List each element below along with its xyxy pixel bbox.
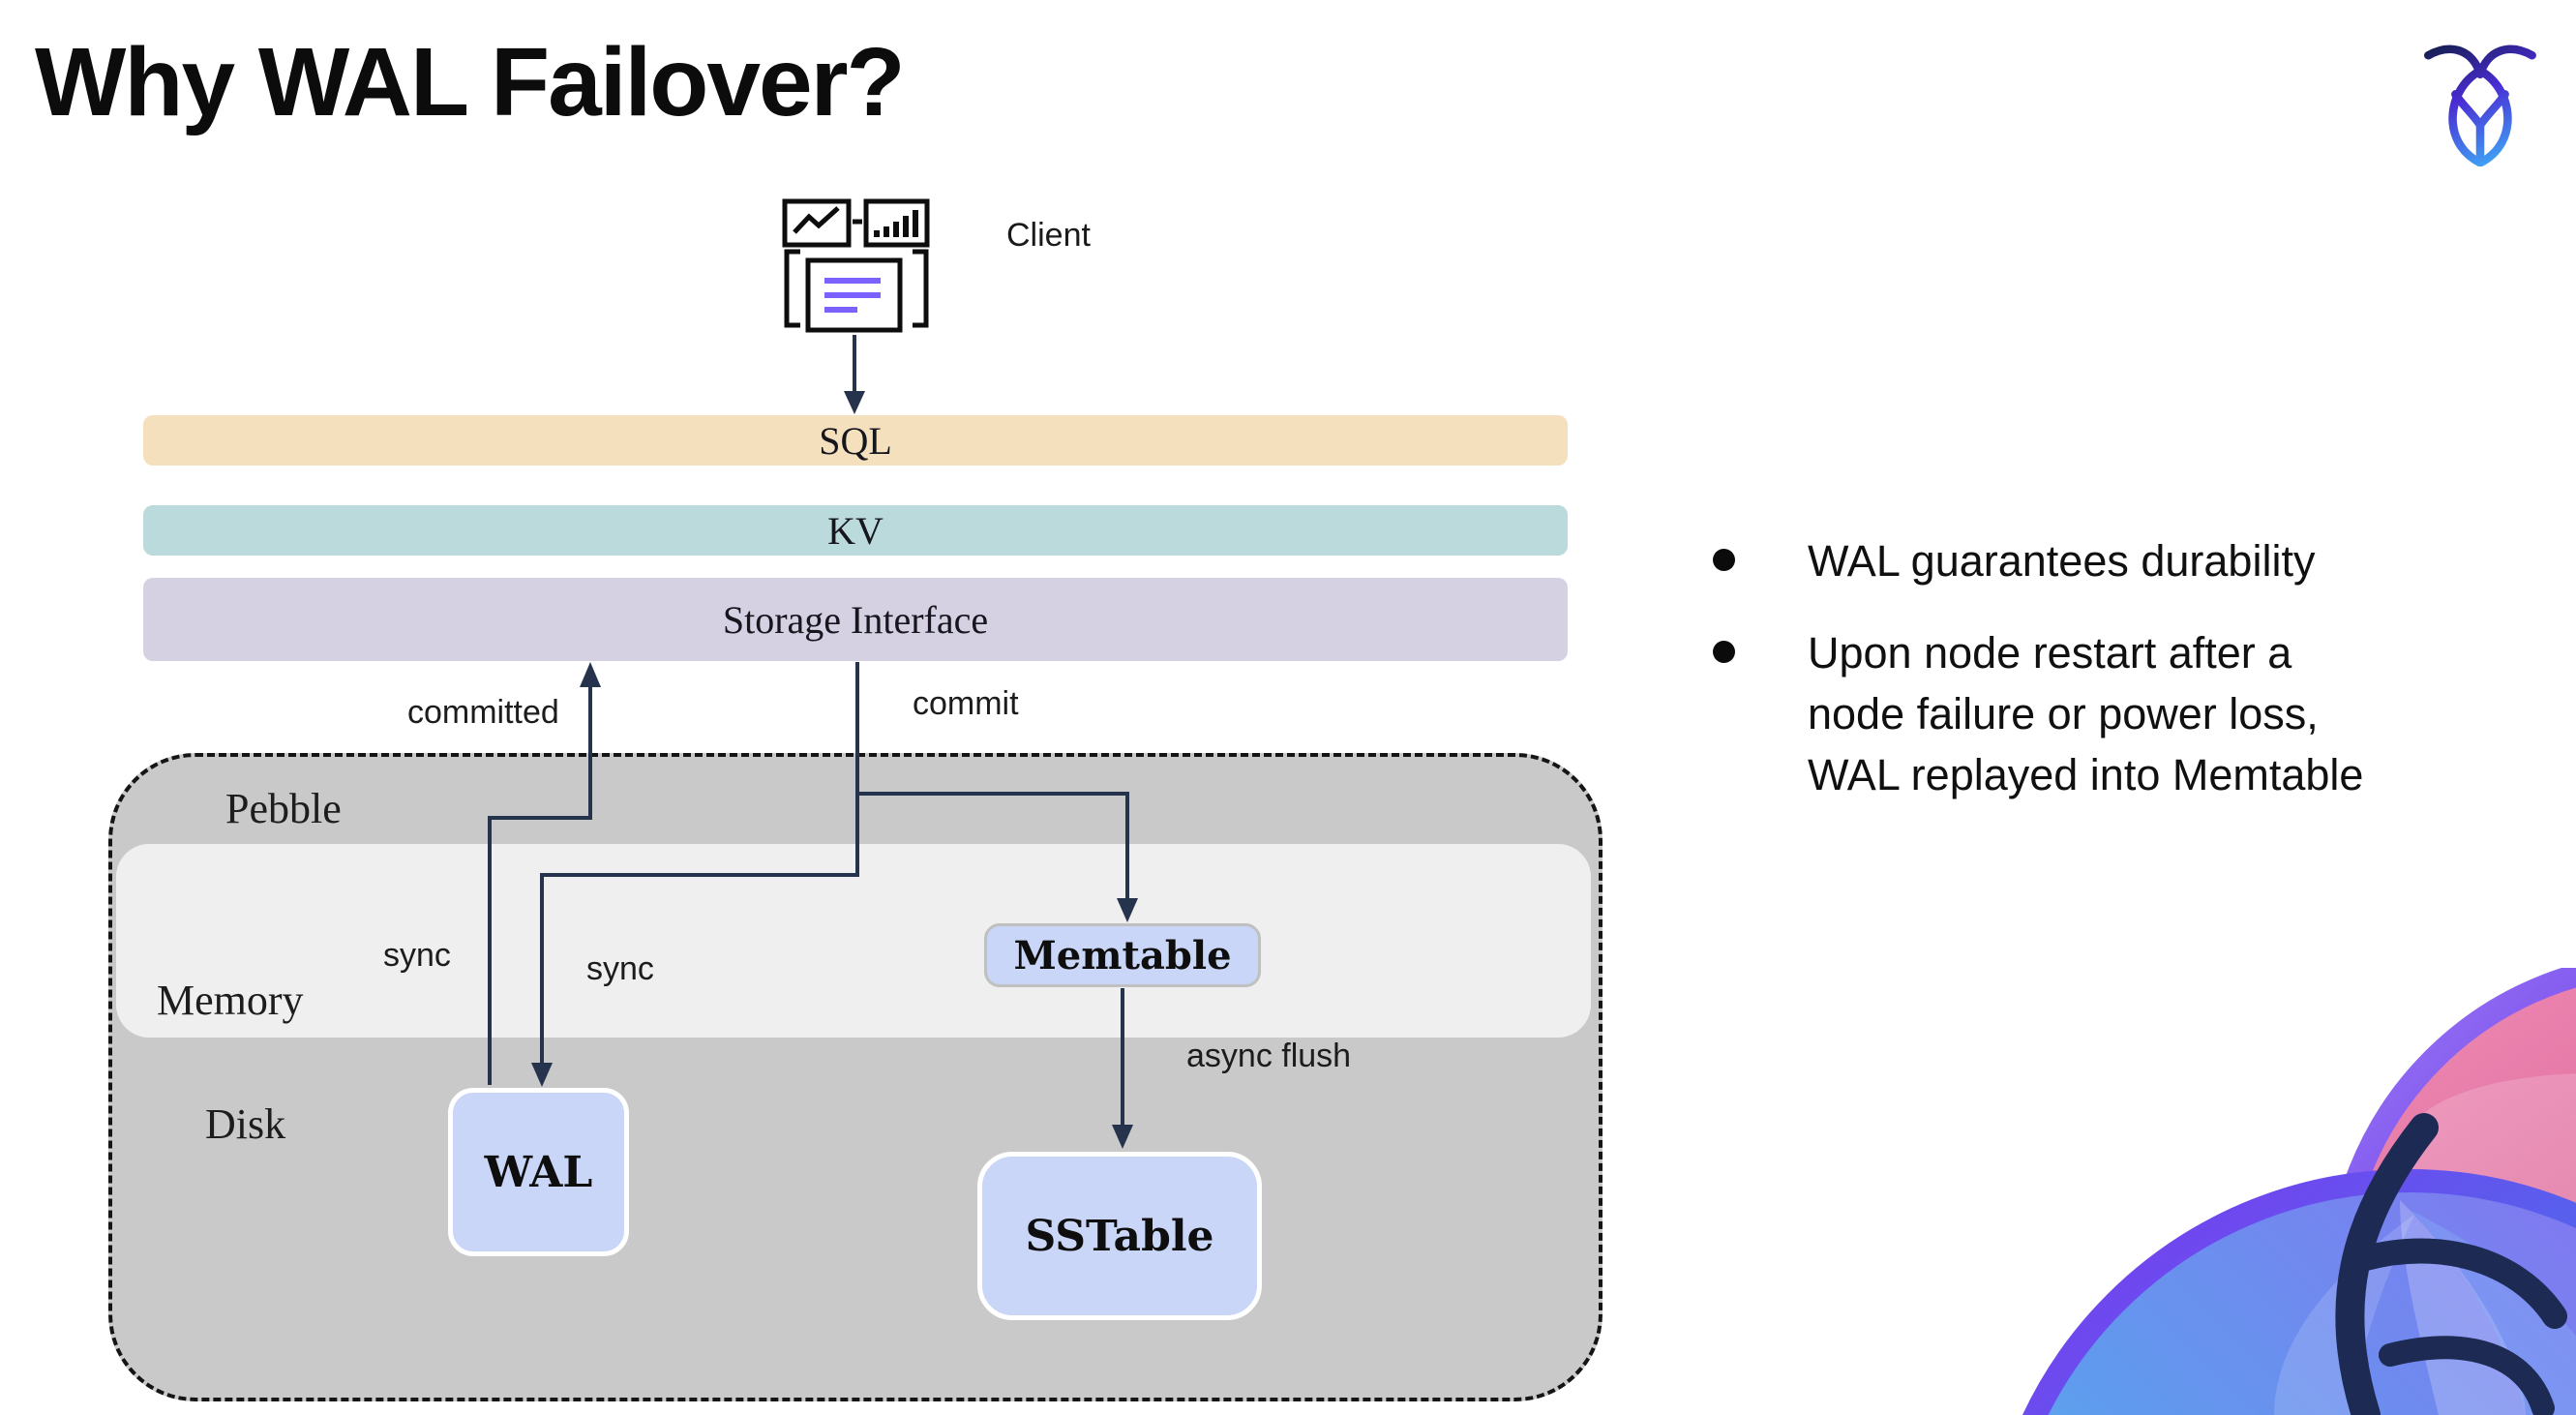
layer-storage-interface: Storage Interface (143, 578, 1568, 661)
layer-sql: SQL (143, 415, 1568, 466)
bullet-dot-icon (1713, 549, 1735, 571)
line-chart-glyph (793, 206, 840, 234)
client-icon (782, 198, 930, 333)
memory-zone (116, 844, 1591, 1038)
node-sstable: SSTable (977, 1152, 1262, 1320)
layer-kv: KV (143, 505, 1568, 556)
bracket-right (913, 249, 929, 328)
art-branch-arm (2353, 1238, 2567, 1329)
client-label: Client (1006, 217, 1091, 254)
edge-label-sync-wal: sync (586, 950, 654, 987)
page-title: Why WAL Failover? (35, 28, 906, 136)
corner-brand-art (2022, 968, 2576, 1415)
node-memtable-label: Memtable (1013, 932, 1232, 978)
logo-stem-right-arm (2475, 90, 2509, 130)
logo-antenna-left (2424, 45, 2485, 78)
arrowhead-committed-up (580, 662, 601, 687)
cockroach-logo-icon (2424, 45, 2536, 166)
bullet-dot-icon (1713, 641, 1735, 663)
node-wal-label: WAL (484, 1147, 593, 1197)
disk-label: Disk (205, 1100, 286, 1148)
layer-sql-label: SQL (819, 418, 892, 463)
pebble-label: Pebble (225, 785, 342, 832)
edge-label-commit: commit (913, 685, 1019, 722)
edge-label-sync-committed: sync (383, 937, 451, 974)
bullet-text: Upon node restart after a node failure o… (1808, 628, 2364, 799)
bracket-left (784, 249, 800, 328)
bullet-list: WAL guarantees durability Upon node rest… (1713, 530, 2564, 836)
edge-label-committed: committed (407, 694, 559, 731)
layer-storage-interface-label: Storage Interface (722, 597, 989, 642)
bullet-item: Upon node restart after a node failure o… (1713, 622, 2564, 805)
art-petal-2 (2410, 1210, 2576, 1415)
node-wal: WAL (448, 1088, 629, 1256)
logo-stem-left-arm (2451, 90, 2485, 130)
bullet-item: WAL guarantees durability (1713, 530, 2564, 591)
art-branch-loop (2379, 1336, 2555, 1415)
arrowhead-client-to-sql (844, 391, 865, 414)
bar-chart-glyph (874, 210, 918, 237)
node-sstable-label: SSTable (1025, 1211, 1214, 1261)
node-memtable: Memtable (984, 923, 1261, 987)
memory-label: Memory (157, 977, 304, 1024)
logo-antenna-right (2475, 45, 2536, 78)
art-branch-trunk (2335, 1113, 2439, 1415)
document-lines (824, 278, 881, 313)
edge-label-async-flush: async flush (1186, 1038, 1352, 1074)
document-icon (805, 257, 903, 333)
bullet-text: WAL guarantees durability (1808, 536, 2316, 586)
layer-kv-label: KV (827, 508, 884, 553)
